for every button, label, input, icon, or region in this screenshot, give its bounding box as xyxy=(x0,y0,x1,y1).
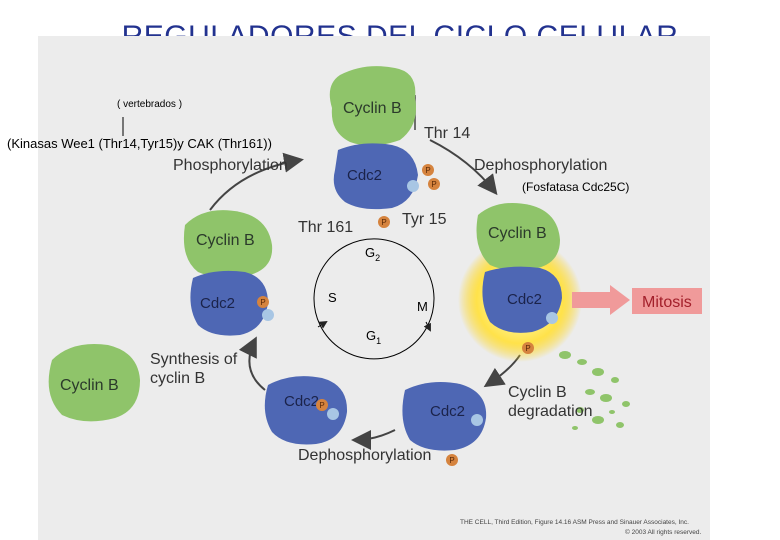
g1-label: G1 xyxy=(366,328,381,346)
unphos-top xyxy=(407,180,419,192)
cycle-arrowhead-left xyxy=(317,320,328,329)
arrow-phosphorylation xyxy=(209,152,304,211)
dephosphorylation-top-label: Dephosphorylation xyxy=(474,157,607,174)
cycle-arc-upper xyxy=(313,238,435,326)
thr14-label: Thr 14 xyxy=(424,125,470,142)
g2-label: G2 xyxy=(365,245,380,263)
arrow-synthesis xyxy=(238,336,266,391)
cyclin-b-top-label: Cyclin B xyxy=(343,100,402,117)
phosphate-top-1 xyxy=(422,164,434,176)
cdc2-right-label: Cdc2 xyxy=(507,291,542,308)
cyclin-b-right xyxy=(476,202,560,271)
cyclin-b-left-label: Cyclin B xyxy=(196,232,255,249)
unphos-right xyxy=(546,312,558,324)
cycle-arrowhead-right xyxy=(423,321,431,332)
cyclin-b-right-label: Cyclin B xyxy=(488,225,547,242)
cdc2-bottom-left xyxy=(264,376,348,445)
phosphate-letter: P xyxy=(319,401,324,410)
thr161-label: Thr 161 xyxy=(298,219,353,236)
cyclin-b-top xyxy=(329,66,416,146)
phosphate-top-2 xyxy=(428,178,440,190)
cdc2-bottom-left-label: Cdc2 xyxy=(284,393,319,410)
mitosis-box xyxy=(632,288,702,314)
mitosis-label: Mitosis xyxy=(642,294,692,311)
degradation-label-line1: Cyclin B xyxy=(508,384,567,401)
cdc2-right xyxy=(482,266,562,333)
phosphate-letter: P xyxy=(449,456,454,465)
figure-credit-line1: THE CELL, Third Edition, Figure 14.16 AS… xyxy=(460,519,689,526)
degradation-label-line2: degradation xyxy=(508,403,593,420)
arrow-dephosphorylation-bottom xyxy=(351,429,396,450)
cyclin-fragments xyxy=(559,351,630,430)
cyclin-b-left xyxy=(183,210,273,278)
cdc2-left xyxy=(190,270,268,336)
cycle-arc-lower xyxy=(319,324,429,360)
unphos-bottom-left xyxy=(327,408,339,420)
cdc2-top-label: Cdc2 xyxy=(347,167,382,184)
unphos-left xyxy=(262,309,274,321)
phosphate-bottom-right xyxy=(446,454,458,466)
m-label: M xyxy=(417,299,428,314)
synthesis-label-line1: Synthesis of xyxy=(150,351,238,368)
dephosphorylation-bottom-label: Dephosphorylation xyxy=(298,447,431,464)
phosphate-right xyxy=(522,342,534,354)
phosphate-letter: P xyxy=(525,344,530,353)
phosphorylation-label: Phosphorylation xyxy=(173,157,288,174)
phosphate-letter: P xyxy=(381,218,386,227)
tyr15-label: Tyr 15 xyxy=(402,211,447,228)
fosfatasa-note: (Fosfatasa Cdc25C) xyxy=(522,180,630,194)
s-label: S xyxy=(328,290,337,305)
cyclin-b-free-label: Cyclin B xyxy=(60,377,119,394)
phosphate-letter: P xyxy=(425,166,430,175)
phosphate-letter: P xyxy=(431,180,436,189)
mitosis-arrow xyxy=(572,285,630,315)
synthesis-label-line2: cyclin B xyxy=(150,370,205,387)
cdc2-bottom-right-label: Cdc2 xyxy=(430,403,465,420)
cdc2-bottom-right xyxy=(402,382,487,451)
figure-credit-line2: © 2003 All rights reserved. xyxy=(625,528,702,536)
cdc2-left-label: Cdc2 xyxy=(200,295,235,312)
kinasas-note: (Kinasas Wee1 (Thr14,Tyr15)y CAK (Thr161… xyxy=(7,136,272,151)
cyclin-b-free xyxy=(48,344,140,422)
vertebrados-note: ( vertebrados ) xyxy=(117,99,183,110)
cdc2-top xyxy=(333,143,418,210)
phosphate-letter: P xyxy=(260,298,265,307)
unphos-bottom-right xyxy=(471,414,483,426)
phosphate-left xyxy=(257,296,269,308)
phosphate-top-3 xyxy=(378,216,390,228)
arrow-dephosphorylation-top xyxy=(429,139,498,196)
phosphate-bottom-left xyxy=(316,399,328,411)
